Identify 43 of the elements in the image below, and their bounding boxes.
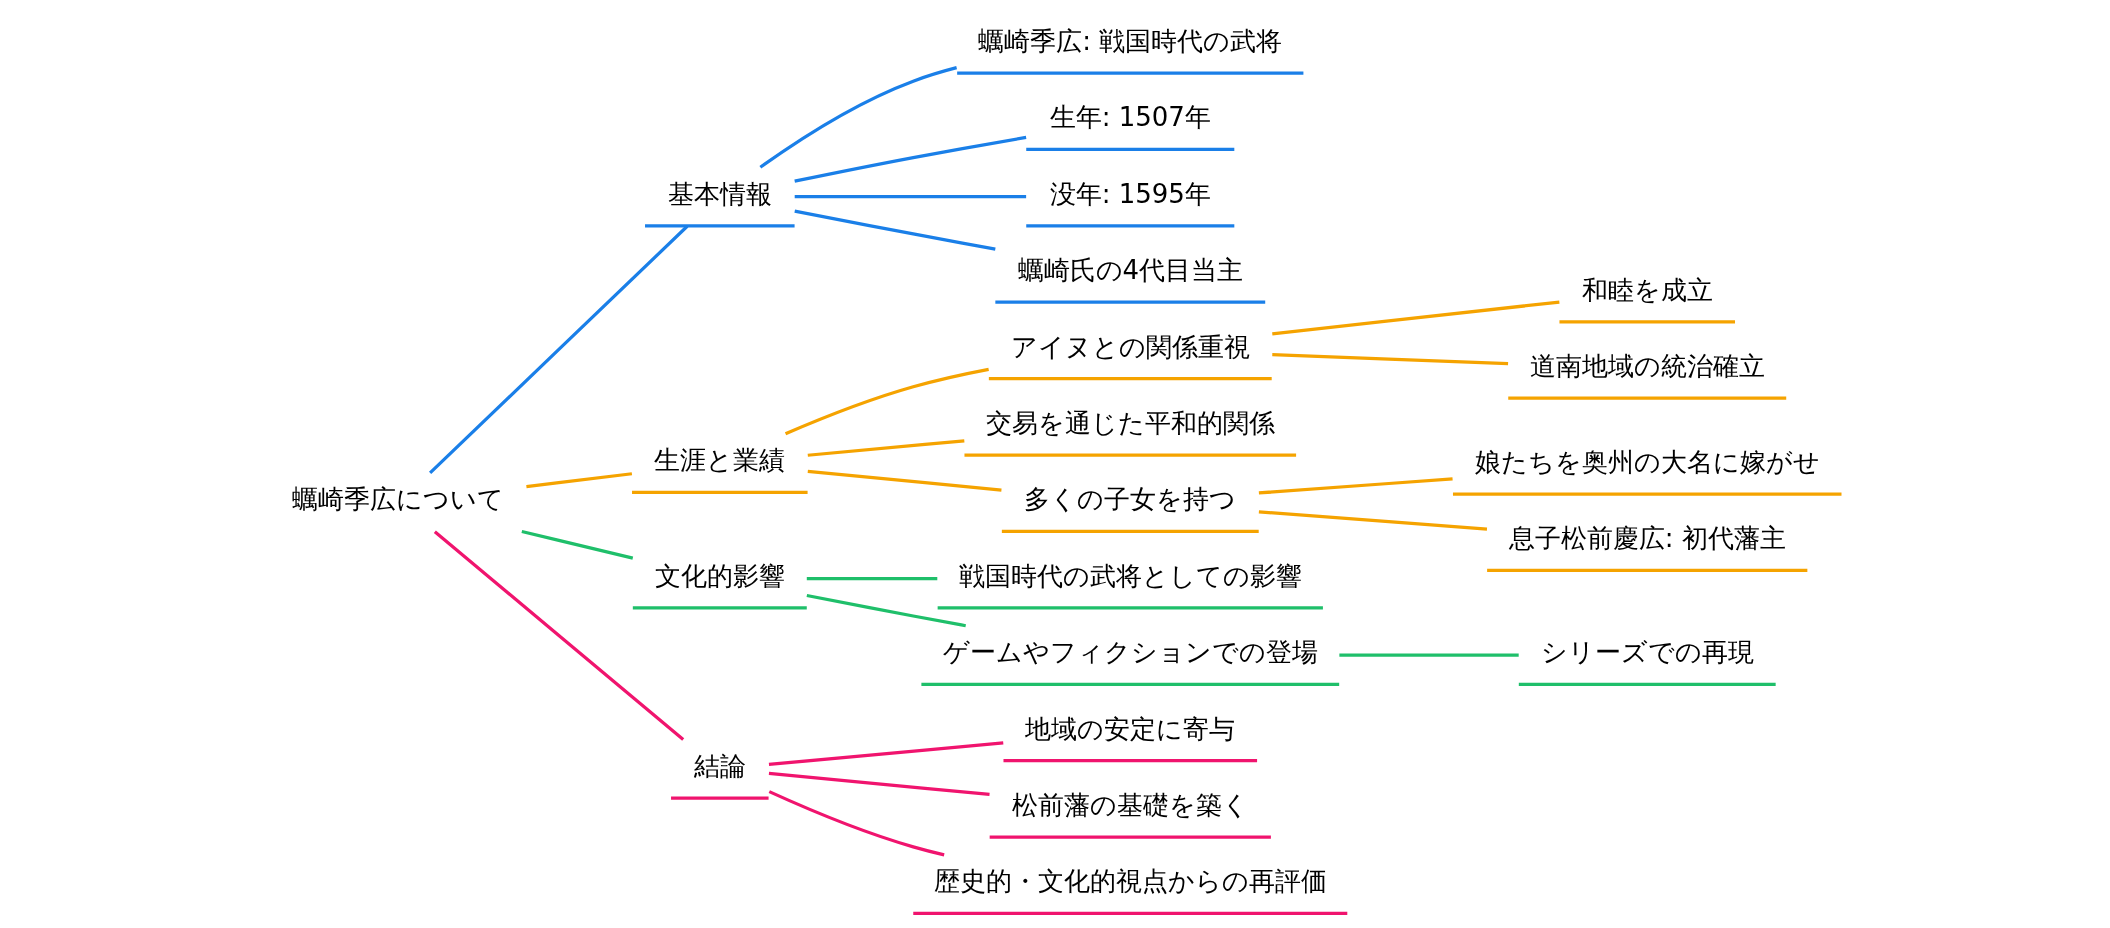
connector (428, 225, 688, 475)
node-text: 多くの子女を持つ (1023, 484, 1236, 515)
node-text: 文化的影響 (654, 560, 785, 591)
connector (807, 469, 1002, 492)
node-text: 息子松前慶広: 初代藩主 (1508, 523, 1786, 554)
connector (784, 367, 989, 436)
connector (1338, 653, 1519, 657)
node-text: 松前藩の基礎を築く (1011, 790, 1249, 820)
node-text: 娘たちを奥州の大名に嫁がせ (1474, 446, 1820, 477)
node-text: 蠣崎氏の4代目当主 (1017, 255, 1243, 286)
node-text: 生涯と業績 (653, 445, 785, 476)
connector (433, 530, 684, 741)
connector (1258, 510, 1487, 531)
node-text: 地域の安定に寄与 (1024, 713, 1235, 744)
connector (1271, 353, 1508, 366)
node-text: 戦国時代の武将としての影響 (958, 560, 1302, 591)
connector (768, 790, 945, 857)
node-text: 歴史的・文化的視点からの再評価 (933, 866, 1327, 897)
connector (1271, 300, 1560, 336)
node-text: 蠣崎季広: 戦国時代の武将 (977, 25, 1282, 56)
connector (793, 135, 1026, 183)
node-text: 道南地域の統治確立 (1529, 351, 1765, 382)
node-text: シリーズでの再現 (1540, 637, 1754, 668)
connector (768, 741, 1003, 767)
node-text: アイヌとの関係重視 (1010, 331, 1250, 362)
connector (806, 593, 966, 628)
connector (793, 209, 996, 251)
node-text: 没年: 1595年 (1049, 178, 1211, 209)
node-text: 和睦を成立 (1581, 274, 1713, 305)
connector (525, 472, 632, 489)
node-text: 蠣崎季広について (291, 484, 504, 515)
node-text: 交易を通じた平和的関係 (985, 407, 1275, 438)
connector (768, 771, 990, 797)
node-text: ゲームやフィクションでの登場 (942, 637, 1318, 668)
connector (806, 577, 937, 581)
connector (1258, 477, 1453, 495)
connector (758, 66, 957, 169)
node-text: 生年: 1507年 (1049, 102, 1211, 133)
connector (794, 194, 1026, 199)
node-text: 基本情報 (667, 178, 772, 209)
connector (520, 529, 633, 560)
connector (807, 439, 964, 457)
node-text: 結論 (693, 750, 746, 781)
